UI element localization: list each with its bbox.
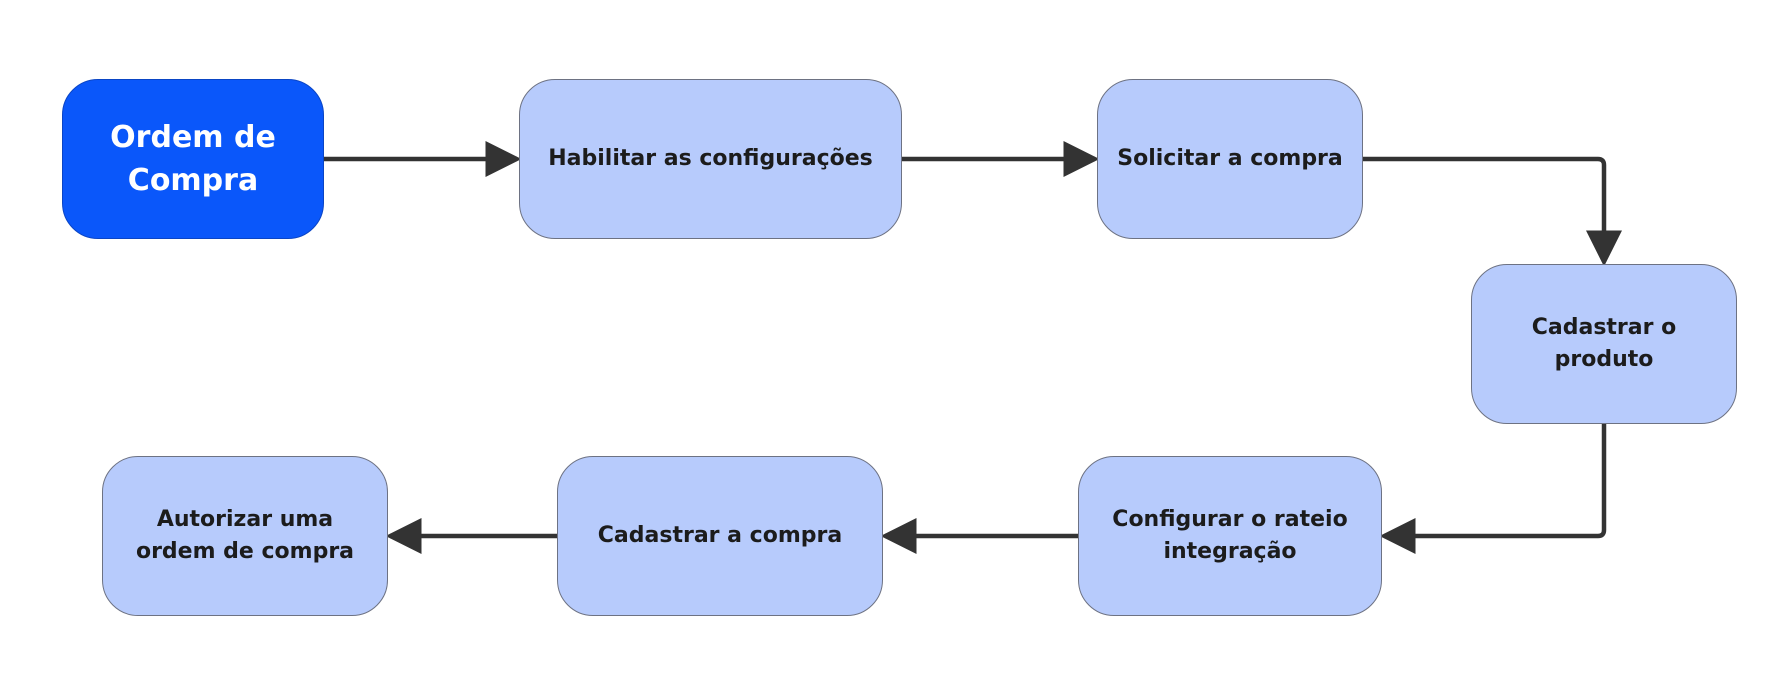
node-label: Solicitar a compra xyxy=(1117,146,1343,171)
node-solicitar-compra: Solicitar a compra xyxy=(1097,79,1363,239)
node-label: Habilitar as configurações xyxy=(548,146,873,171)
node-ordem-de-compra: Ordem de Compra xyxy=(62,79,324,239)
node-cadastrar-compra: Cadastrar a compra xyxy=(557,456,883,616)
edge-produto-rateio xyxy=(1379,424,1607,554)
node-cadastrar-produto: Cadastrar o produto xyxy=(1471,264,1737,424)
node-label: Configurar o rateio integração xyxy=(1112,507,1348,564)
node-habilitar-configuracoes: Habilitar as configurações xyxy=(519,79,902,239)
edge-solicitar-produto xyxy=(1363,156,1622,267)
node-label: Ordem de Compra xyxy=(110,120,276,198)
node-label: Autorizar uma ordem de compra xyxy=(135,507,355,564)
node-label: Cadastrar a compra xyxy=(597,523,843,548)
node-configurar-rateio: Configurar o rateio integração xyxy=(1078,456,1382,616)
node-autorizar-ordem: Autorizar uma ordem de compra xyxy=(102,456,388,616)
node-label: Cadastrar o produto xyxy=(1531,315,1677,372)
